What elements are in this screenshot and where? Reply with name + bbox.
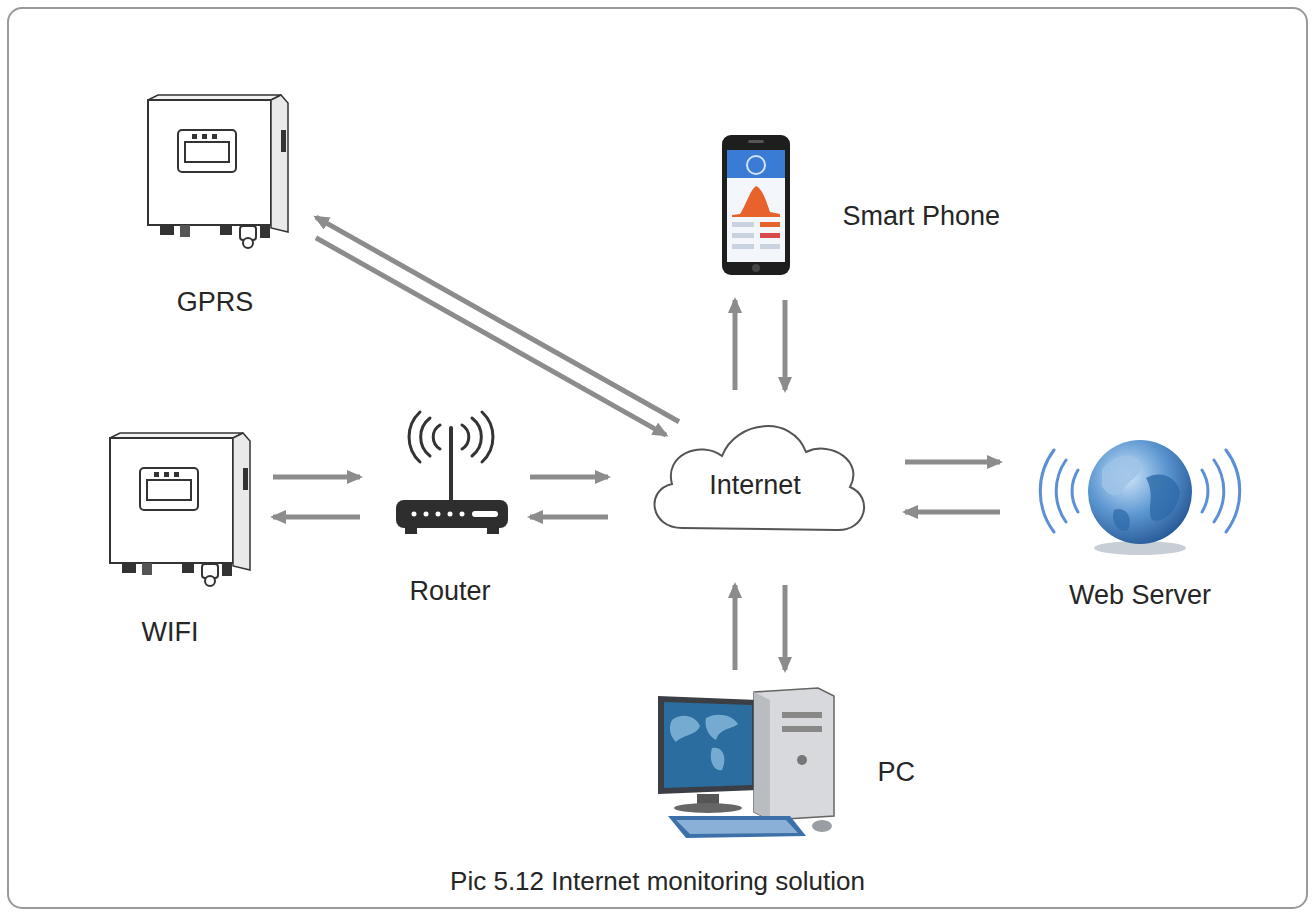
data-arrow — [316, 217, 679, 422]
data-arrow — [783, 585, 788, 670]
node-label: WIFI — [142, 617, 199, 648]
node-label: GPRS — [177, 287, 254, 318]
smartphone-node: Smart Phone — [715, 130, 1005, 280]
web-server-node: Web Server — [1025, 430, 1255, 615]
wifi-inverter-node: WIFI — [90, 425, 250, 648]
pc-icon — [658, 688, 834, 838]
router-node: Router — [375, 415, 525, 607]
data-arrow — [316, 238, 666, 435]
data-arrow — [905, 510, 1000, 515]
data-arrow — [530, 515, 608, 520]
node-label: PC — [877, 757, 915, 788]
gprs-inverter — [148, 95, 288, 248]
data-arrow — [733, 300, 738, 390]
data-arrow — [273, 515, 360, 520]
data-arrow — [733, 585, 738, 670]
node-label: Smart Phone — [842, 201, 1000, 232]
cloud-shape — [655, 426, 865, 530]
data-arrow — [905, 460, 1000, 465]
data-arrow — [530, 475, 608, 480]
node-label: Router — [409, 576, 490, 607]
gprs-inverter-node: GPRS — [135, 90, 295, 320]
wifi-inverter — [110, 433, 250, 586]
data-arrow — [273, 475, 360, 480]
node-label: Web Server — [1069, 580, 1211, 611]
globe-icon — [1040, 440, 1240, 555]
frame — [8, 8, 1307, 908]
data-arrow — [783, 300, 788, 390]
pc-node: PC — [650, 680, 930, 840]
node-label: Internet — [709, 470, 801, 501]
router-icon — [396, 412, 508, 534]
internet-cloud: Internet — [645, 410, 865, 540]
caption: Pic 5.12 Internet monitoring solution — [450, 866, 865, 896]
smartphone-icon — [722, 135, 790, 275]
